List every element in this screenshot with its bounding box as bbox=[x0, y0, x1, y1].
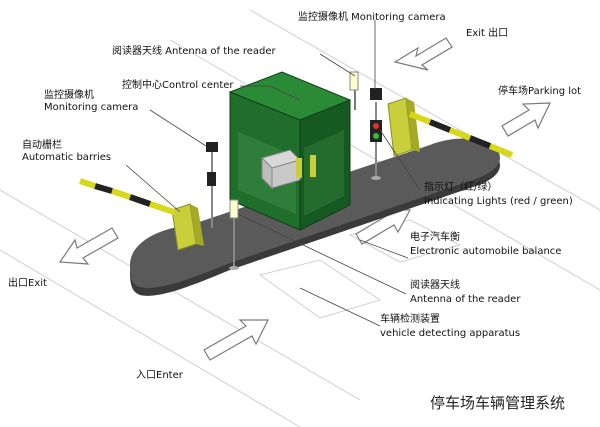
leader-indicating-lights bbox=[379, 129, 421, 191]
label-automatic-barriers-cn: 自动栅栏 bbox=[22, 140, 62, 151]
arrow-exit-left bbox=[58, 227, 119, 265]
label-antenna-reader-bottom-cn: 阅读器天线 bbox=[410, 280, 460, 291]
arrow-enter bbox=[203, 319, 269, 361]
leader-vehicle-detect bbox=[299, 287, 381, 327]
leader-antenna-bottom bbox=[237, 213, 407, 295]
leader-auto-balance bbox=[359, 239, 409, 259]
label-automatic-barriers-en: Automatic barries bbox=[22, 152, 112, 163]
label-indicating-lights-en: Indicating Lights (red / green) bbox=[424, 196, 573, 207]
leader-lines bbox=[125, 20, 421, 327]
direction-arrows bbox=[58, 37, 551, 361]
lane-outline-lower-2 bbox=[0, 249, 301, 427]
label-monitoring-camera-left-en: Monitoring camera bbox=[44, 102, 139, 113]
label-vehicle-detect-cn: 车辆检测装置 bbox=[380, 314, 440, 325]
arrow-parking-lot bbox=[501, 102, 551, 137]
arrow-exit-top bbox=[393, 37, 453, 71]
label-indicating-lights-cn: 指示灯（红/绿） bbox=[424, 182, 498, 193]
leader-monitoring-camera-left bbox=[149, 109, 207, 147]
equipment bbox=[206, 71, 382, 270]
lane-outline-mid bbox=[258, 259, 382, 319]
leader-control-center bbox=[240, 85, 301, 101]
label-monitoring-camera-left-cn: 监控摄像机 bbox=[44, 90, 94, 101]
label-exit-left: 出口Exit bbox=[8, 278, 47, 289]
label-antenna-reader-bottom-en: Antenna of the reader bbox=[410, 294, 521, 305]
leader-antenna-top bbox=[319, 53, 356, 77]
label-enter: 入口Enter bbox=[136, 370, 183, 381]
system-title: 停车场车辆管理系统 bbox=[430, 394, 566, 412]
lane-outline-upper bbox=[249, 9, 600, 211]
label-control-center: 控制中心Control center bbox=[122, 80, 234, 91]
label-parking-lot: 停车场Parking lot bbox=[498, 86, 582, 97]
right-barrier bbox=[387, 97, 514, 158]
leader-automatic-barriers bbox=[125, 164, 181, 213]
label-exit-top: Exit 出口 bbox=[466, 28, 509, 39]
left-barrier bbox=[79, 178, 204, 251]
lane-outline-lower bbox=[0, 189, 361, 401]
label-vehicle-detect-en: vehicle detecting apparatus bbox=[380, 328, 521, 339]
label-auto-balance-cn: 电子汽车衡 bbox=[410, 232, 460, 243]
label-antenna-reader-top: 阅读器天线 Antenna of the reader bbox=[112, 46, 276, 57]
label-monitoring-camera-top: 监控摄像机 Monitoring camera bbox=[298, 12, 446, 23]
control-booth bbox=[228, 71, 352, 231]
label-auto-balance-en: Electronic automobile balance bbox=[410, 246, 562, 257]
